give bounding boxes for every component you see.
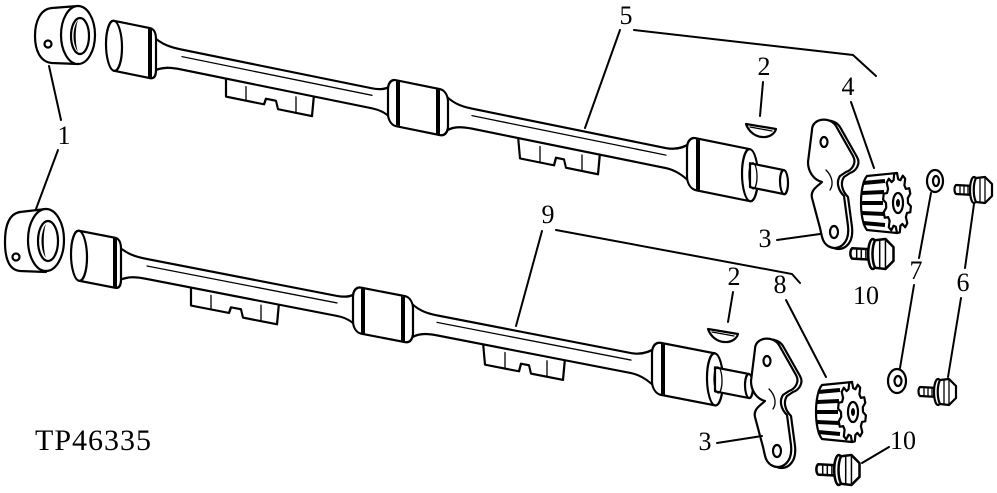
lower-bolt-small (917, 377, 958, 407)
callout-6: 6 (957, 268, 970, 297)
leader-4 (850, 101, 875, 169)
leader-7-lower (899, 284, 915, 369)
upper-key (744, 122, 778, 139)
callout-10-lower: 10 (890, 426, 916, 455)
leader-3-lower (716, 435, 763, 444)
leader-2-lower (727, 291, 734, 323)
upper-plate (806, 118, 860, 251)
leader-5-bracket (633, 29, 877, 77)
collar-upper (33, 4, 97, 66)
leader-7-upper (918, 192, 932, 259)
figure-code: TP46335 (35, 424, 152, 457)
upper-gear (859, 171, 913, 235)
leader-8 (785, 299, 827, 378)
callout-3-upper: 3 (759, 224, 772, 253)
callout-5: 5 (620, 1, 633, 30)
callout-9: 9 (542, 200, 555, 229)
collar-bore (36, 219, 60, 263)
callout-4: 4 (842, 72, 855, 101)
lower-key (706, 327, 740, 344)
callout-2-upper: 2 (758, 52, 771, 81)
lower-gear (814, 380, 868, 444)
callouts: 1 5 2 4 3 10 7 6 9 2 8 3 10 (58, 1, 970, 456)
leader-5 (584, 29, 621, 129)
leader-3-upper (776, 233, 821, 241)
lower-washer (886, 367, 908, 395)
upper-bolt-large (849, 237, 895, 271)
collar-lower (3, 207, 66, 274)
washer-hole (931, 174, 941, 188)
lower-plate (749, 337, 803, 470)
callout-8: 8 (774, 270, 787, 299)
lower-bolt-large (815, 453, 861, 487)
leader-6-lower (947, 297, 962, 378)
upper-shaft (106, 18, 788, 213)
leader-9-bracket (555, 229, 801, 284)
leader-1-upper (48, 65, 62, 121)
callout-2-lower: 2 (728, 262, 741, 291)
leader-lines (35, 29, 975, 464)
upper-washer (925, 168, 945, 194)
leader-1-lower (35, 149, 59, 210)
upper-bolt-small (953, 175, 994, 205)
leader-9 (515, 230, 543, 327)
callout-1: 1 (58, 121, 71, 150)
leader-6-upper (964, 203, 975, 269)
callout-3-lower: 3 (699, 427, 712, 456)
leader-2-upper (759, 81, 764, 117)
leader-10-lower (861, 446, 890, 464)
collar-bore-shade (73, 20, 78, 52)
callout-10-upper: 10 (853, 281, 879, 310)
collar-set-hole (11, 252, 21, 262)
callout-7: 7 (910, 256, 923, 285)
collar-bore-shade (41, 224, 46, 258)
lower-shaft (71, 228, 753, 417)
collar-set-hole (43, 39, 53, 49)
washer-hole (893, 374, 903, 388)
